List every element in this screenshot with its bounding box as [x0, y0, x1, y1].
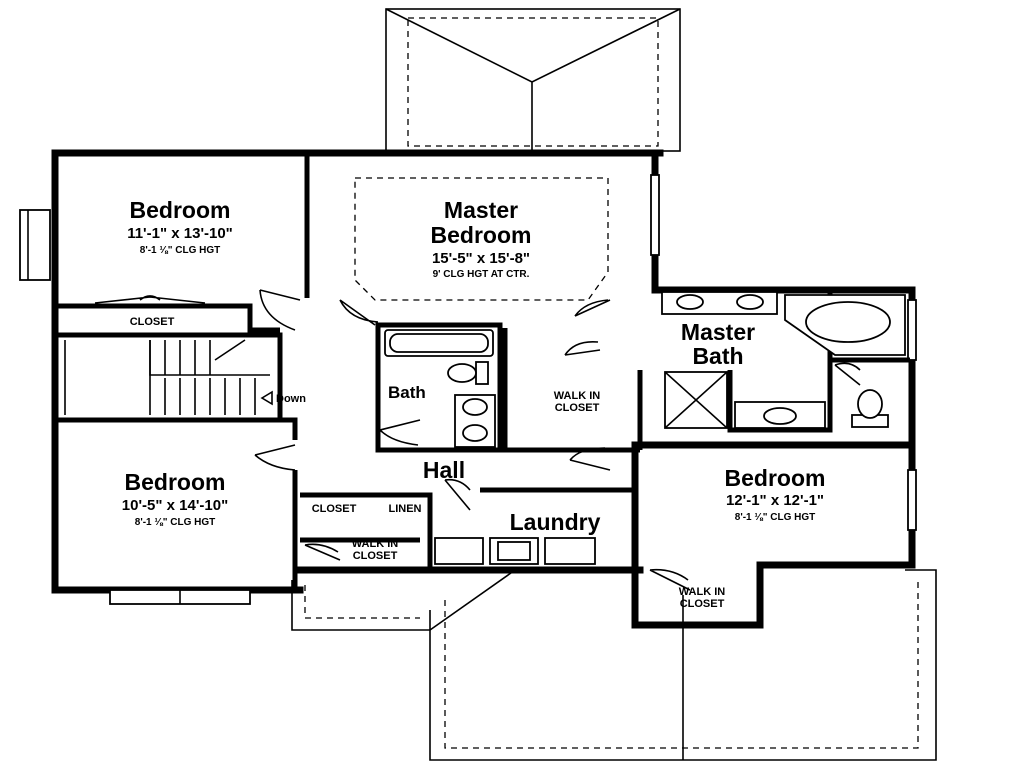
closet-label-nw: CLOSET	[130, 316, 175, 328]
room-hall: Hall	[423, 457, 465, 483]
shower	[664, 371, 728, 429]
windows	[19, 174, 917, 605]
room-bath: Bath	[388, 383, 426, 402]
laundry-machines	[434, 537, 596, 565]
room-ceiling: 8'-1 ⅛" CLG HGT	[735, 512, 815, 523]
room-master-bath: Master Bath	[681, 319, 755, 369]
room-bedroom-se: Bedroom 12'-1" x 12'-1" 8'-1 ⅛" CLG HGT	[725, 465, 826, 523]
toilet-bath	[447, 361, 489, 385]
room-size: 12'-1" x 12'-1"	[726, 492, 824, 509]
closet-label-line1: WALK IN	[554, 390, 600, 402]
closet-label-line2: CLOSET	[680, 598, 725, 610]
room-ceiling: 8'-1 ⅛" CLG HGT	[135, 517, 215, 528]
roof-outline-top	[385, 8, 681, 152]
room-name: Bedroom	[130, 197, 231, 223]
stair-down-label: Down	[276, 393, 306, 405]
doors	[94, 289, 861, 591]
master-vanity	[661, 291, 778, 315]
closet-label-line1: WALK IN	[679, 586, 725, 598]
stairs	[64, 339, 273, 415]
room-name: Laundry	[510, 509, 601, 535]
room-walk-in-closet-se: WALK IN CLOSET	[679, 586, 725, 610]
room-master-bedroom: Master Bedroom 15'-5" x 15'-8" 9' CLG HG…	[431, 197, 532, 280]
room-size: 10'-5" x 14'-10"	[122, 497, 228, 514]
closet-label-line1: WALK IN	[352, 538, 398, 550]
room-name-line2: Bath	[692, 343, 743, 369]
closet-label-hall: CLOSET	[312, 503, 357, 515]
room-name: Bedroom	[725, 465, 826, 491]
room-size: 11'-1" x 13'-10"	[127, 225, 233, 242]
room-name: Bedroom	[125, 469, 226, 495]
room-name-line1: Master	[444, 197, 518, 223]
room-name: Bath	[388, 383, 426, 402]
room-laundry: Laundry	[510, 509, 601, 535]
tray-ceiling-outline	[354, 177, 609, 301]
linen-label: LINEN	[389, 503, 422, 515]
toilet-master	[851, 389, 889, 428]
room-walk-in-closet-sw: WALK IN CLOSET	[352, 538, 398, 562]
master-sink	[734, 401, 826, 429]
room-name-line1: Master	[681, 319, 755, 345]
room-walk-in-closet-master: WALK IN CLOSET	[554, 390, 600, 414]
room-size: 15'-5" x 15'-8"	[432, 250, 530, 267]
closet-label-line2: CLOSET	[353, 550, 398, 562]
room-ceiling: 8'-1 ⅛" CLG HGT	[140, 245, 220, 256]
room-name-line2: Bedroom	[431, 222, 532, 248]
vanity-bath	[454, 394, 496, 448]
bathtub	[384, 329, 494, 357]
room-bedroom-sw: Bedroom 10'-5" x 14'-10" 8'-1 ⅛" CLG HGT	[122, 469, 228, 528]
interior-walls	[55, 153, 910, 590]
closet-label-line2: CLOSET	[555, 402, 600, 414]
room-bedroom-nw: Bedroom 11'-1" x 13'-10" 8'-1 ⅛" CLG HGT	[127, 197, 233, 256]
roof-outline-garage	[291, 567, 937, 761]
room-ceiling: 9' CLG HGT AT CTR.	[433, 269, 530, 280]
room-name: Hall	[423, 457, 465, 483]
corner-tub	[784, 294, 906, 356]
